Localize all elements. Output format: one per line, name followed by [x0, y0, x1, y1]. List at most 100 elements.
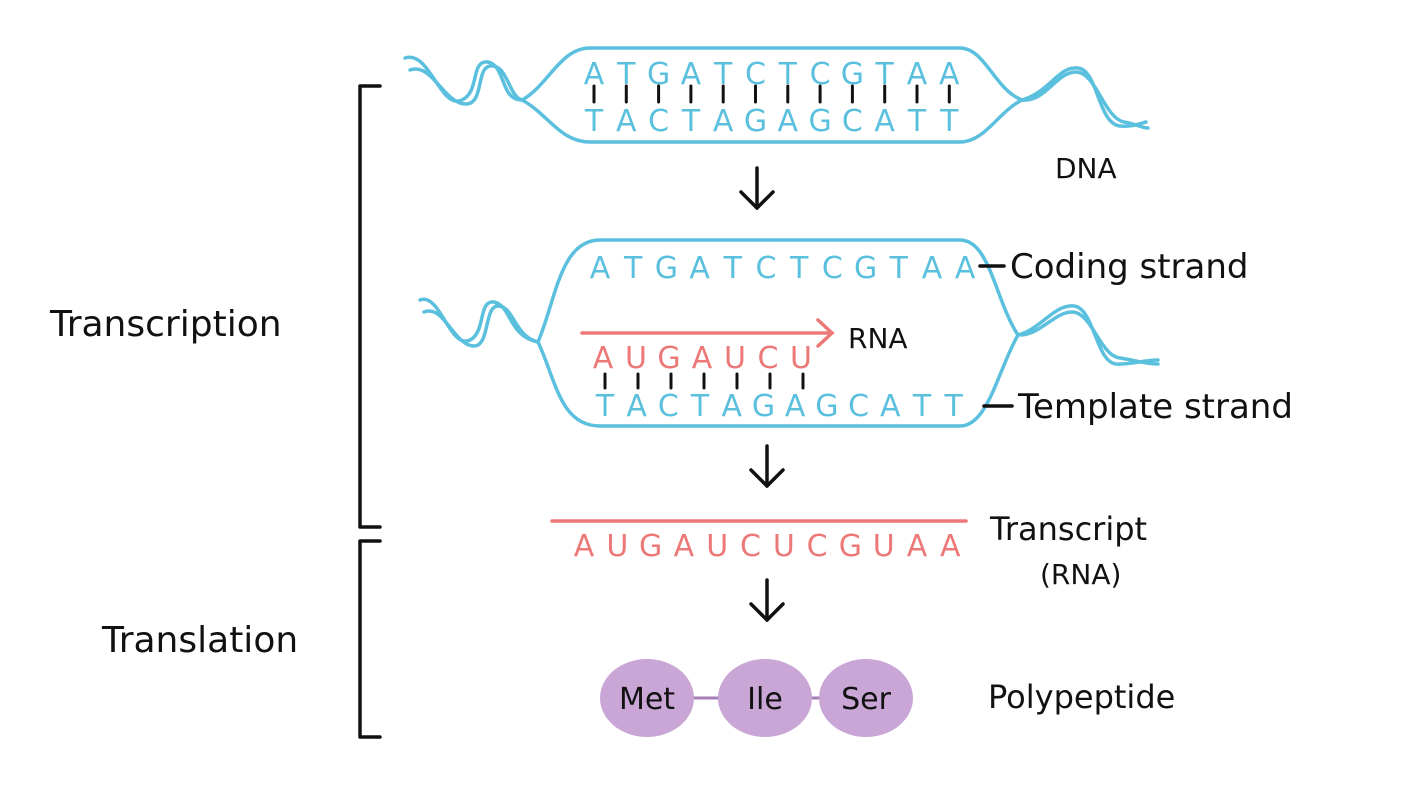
coding-strand-base: T	[623, 251, 643, 286]
template-strand-base: A	[880, 389, 901, 424]
rna-template-bonds	[603, 372, 805, 390]
dna-base-pair-bonds	[592, 84, 951, 104]
dna-label: DNA	[1055, 152, 1117, 185]
template-strand-base: C	[658, 389, 679, 424]
coding-strand-base: T	[789, 251, 809, 286]
transcript-base: U	[706, 529, 728, 564]
bubble-right-twist-b	[1016, 310, 1160, 366]
dna-bottom-base: A	[713, 104, 734, 139]
bubble-left-twist-a	[418, 297, 540, 344]
bubble-right-twist-a	[1016, 304, 1160, 366]
transcript-base: U	[873, 529, 895, 564]
dna-bottom-base: C	[842, 104, 863, 139]
transcript-label: Transcript	[989, 510, 1147, 548]
arrow-down-2	[749, 444, 785, 488]
template-strand-base: A	[626, 389, 647, 424]
transcript-base: A	[674, 529, 695, 564]
template-strand-base: C	[848, 389, 869, 424]
amino-acid-ser	[819, 659, 913, 737]
amino-acid-ile	[718, 659, 812, 737]
translation-bracket	[358, 539, 382, 739]
template-strand-label: Template strand	[1017, 387, 1293, 427]
dna-top-base: A	[907, 57, 928, 92]
arrow-down-3	[749, 578, 785, 622]
transcript-base: A	[940, 529, 961, 564]
transcription-bracket	[358, 84, 382, 529]
transcript-base: G	[639, 529, 662, 564]
growing-rna-base: G	[657, 341, 680, 376]
template-strand-base: G	[752, 389, 775, 424]
growing-rna-base: C	[758, 341, 779, 376]
dna-bottom-base: T	[681, 104, 701, 139]
template-strand-line	[536, 333, 1020, 428]
coding-strand-base: T	[723, 251, 743, 286]
dna-top-base: T	[778, 57, 798, 92]
coding-strand-base: C	[822, 251, 843, 286]
coding-strand-base: A	[955, 251, 976, 286]
polypeptide-chain: Met Ile Ser	[600, 659, 913, 737]
dna-lower-strand	[520, 98, 1024, 144]
growing-rna-base: U	[625, 341, 647, 376]
dna-bottom-base: T	[939, 104, 959, 139]
transcript-base: A	[907, 529, 928, 564]
dna-bottom-base: A	[616, 104, 637, 139]
coding-strand-label: Coding strand	[1010, 247, 1249, 287]
template-strand-base: T	[944, 389, 964, 424]
coding-strand-base: G	[854, 251, 877, 286]
growing-rna-base: A	[692, 341, 713, 376]
template-strand-base: T	[912, 389, 932, 424]
dna-upper-strand	[520, 46, 1024, 102]
template-strand-base: T	[595, 389, 615, 424]
rna-growth-arrow	[580, 318, 835, 348]
dna-bottom-base: A	[778, 104, 799, 139]
dna-bottom-base: G	[808, 104, 831, 139]
dna-bottom-base: G	[744, 104, 767, 139]
transcription-label: Transcription	[49, 304, 282, 345]
dna-top-base: C	[810, 57, 831, 92]
amino-acid-met	[600, 659, 694, 737]
dna-bottom-base: T	[584, 104, 604, 139]
dna-top-base: A	[681, 57, 702, 92]
growing-rna-base: U	[790, 341, 812, 376]
arrow-down-1	[739, 166, 775, 210]
coding-strand-base: A	[689, 251, 710, 286]
template-strand-base: A	[785, 389, 806, 424]
growing-rna-base: A	[593, 341, 614, 376]
transcript-base: G	[839, 529, 862, 564]
polypeptide-label: Polypeptide	[988, 678, 1175, 716]
template-strand-base: A	[722, 389, 743, 424]
dna-top-base: A	[584, 57, 605, 92]
dna-left-twist-a	[403, 55, 524, 103]
dna-left-twist-b	[408, 64, 524, 106]
growing-rna-base: U	[724, 341, 746, 376]
dna-bottom-base: C	[648, 104, 669, 139]
bubble-left-twist-b	[422, 304, 540, 348]
dna-top-base: C	[745, 57, 766, 92]
transcript-base: A	[574, 529, 595, 564]
coding-strand-base: G	[655, 251, 678, 286]
transcript-rna-label: (RNA)	[1040, 558, 1121, 591]
translation-label: Translation	[101, 620, 298, 661]
transcript-base: C	[740, 529, 761, 564]
dna-top-base: A	[939, 57, 960, 92]
transcript-base: U	[606, 529, 628, 564]
dna-top-base: G	[841, 57, 864, 92]
dna-top-base: T	[713, 57, 733, 92]
dna-top-base: T	[875, 57, 895, 92]
coding-strand-line	[536, 238, 1020, 344]
coding-strand-base: A	[590, 251, 611, 286]
dna-top-base: G	[647, 57, 670, 92]
dna-top-base: T	[616, 57, 636, 92]
amino-acid-label-ser: Ser	[841, 682, 892, 717]
transcript-base: C	[807, 529, 828, 564]
coding-strand-base: C	[756, 251, 777, 286]
amino-acid-label-met: Met	[619, 682, 675, 717]
